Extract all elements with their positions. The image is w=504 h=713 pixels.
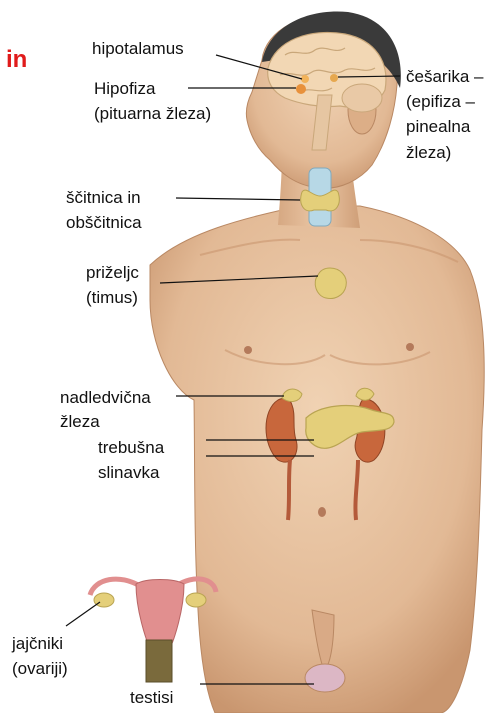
ovary-right (186, 593, 206, 607)
label-thyroid-line2: obščitnica (66, 212, 142, 233)
label-testes: testisi (130, 687, 173, 708)
pituitary-gland (296, 84, 306, 94)
label-pineal-line1: češarika – (406, 66, 483, 87)
corner-text: in (6, 46, 27, 74)
label-pancreas-line1: trebušna (98, 437, 164, 458)
ureter-left (288, 460, 290, 520)
leader-ovaries (66, 602, 100, 626)
uterus (136, 580, 184, 649)
label-pineal-line4: žleza) (406, 142, 451, 163)
thymus-gland (315, 268, 346, 299)
nipple-right (406, 343, 414, 351)
label-pituitary-line2: (pituarna žleza) (94, 103, 211, 124)
hypothalamus-mark (301, 75, 309, 83)
ovary-left (94, 593, 114, 607)
pineal-gland (330, 74, 338, 82)
label-hypothalamus: hipotalamus (92, 38, 184, 59)
label-ovaries-line2: (ovariji) (12, 658, 68, 679)
label-adrenal-line1: nadledvična (60, 387, 151, 408)
cerebellum (342, 84, 382, 112)
cervix (146, 640, 172, 682)
testes (305, 664, 345, 692)
uterus-inset (90, 579, 216, 682)
label-pancreas-line2: slinavka (98, 462, 159, 483)
label-thymus-line2: (timus) (86, 287, 138, 308)
label-adrenal-line2: žleza (60, 411, 100, 432)
label-pituitary-line1: Hipofiza (94, 78, 155, 99)
nipple-left (244, 346, 252, 354)
label-pineal-line3: pinealna (406, 116, 470, 137)
label-ovaries-line1: jajčniki (12, 633, 63, 654)
label-pineal-line2: (epifiza – (406, 91, 475, 112)
label-thyroid-line1: ščitnica in (66, 187, 141, 208)
navel (318, 507, 326, 517)
label-thymus-line1: priželjc (86, 262, 139, 283)
